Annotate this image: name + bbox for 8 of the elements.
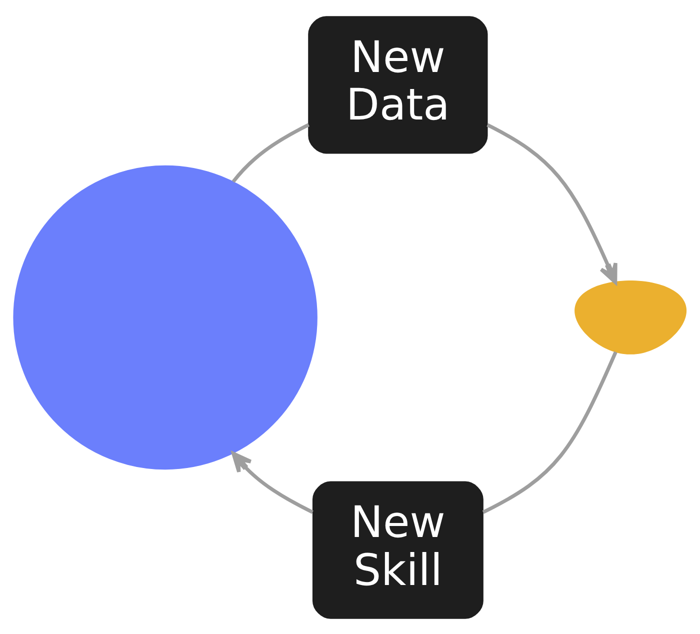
node-box: New Data (308, 16, 488, 154)
arrow (486, 122, 618, 284)
arrow (232, 451, 314, 514)
node-picture (574, 280, 687, 354)
connector (482, 350, 618, 514)
node-picture (13, 164, 318, 470)
connector (232, 122, 310, 182)
node-box: New Skill (312, 480, 484, 618)
